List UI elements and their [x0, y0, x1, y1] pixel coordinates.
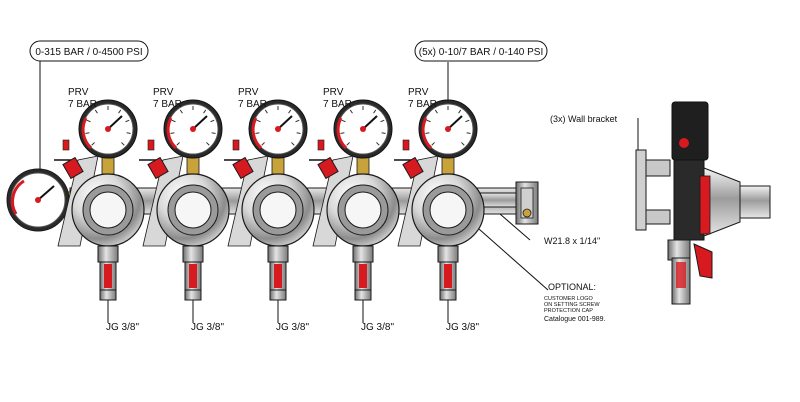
outlet-connection-label: JG 3/8"	[106, 322, 139, 333]
setting-screw-cap	[429, 191, 467, 229]
outlet-connection-label: JG 3/8"	[446, 322, 479, 333]
side-inlet-nut	[739, 185, 771, 219]
optional-note: OPTIONAL: CUSTOMER LOGO ON SETTING SCREW…	[544, 282, 606, 323]
prv-label: PRV	[68, 87, 89, 98]
prv-valve	[309, 139, 339, 180]
regulator-unit	[394, 99, 485, 301]
outlet-shutoff-red	[359, 264, 367, 288]
optional-line-2: ON SETTING SCREW	[544, 302, 600, 308]
optional-catalogue: Catalogue 001-989.	[544, 316, 606, 323]
regulator-unit	[54, 99, 145, 301]
outlet-gauge	[418, 99, 478, 159]
outlet-connection-label: JG 3/8"	[191, 322, 224, 333]
setting-screw-cap	[174, 191, 212, 229]
optional-line-1: CUSTOMER LOGO	[544, 296, 594, 302]
regulator-unit	[309, 99, 400, 301]
outlet-nut	[182, 245, 204, 263]
outlet-gauge	[78, 99, 138, 159]
prv-valve	[54, 139, 84, 180]
prv-pressure-label: 7 BAR	[323, 99, 352, 110]
prv-label: PRV	[408, 87, 429, 98]
outlet-nut	[437, 245, 459, 263]
outlet-shutoff-red	[189, 264, 197, 288]
side-gauge-body	[671, 101, 709, 161]
prv-pressure-label: 7 BAR	[153, 99, 182, 110]
prv-pressure-label: 7 BAR	[238, 99, 267, 110]
outlet-gauge	[163, 99, 223, 159]
side-view-regulator	[635, 101, 771, 305]
setting-screw-cap	[344, 191, 382, 229]
wall-bracket-label: (3x) Wall bracket	[550, 114, 618, 124]
outlet-nut	[97, 245, 119, 263]
optional-title: OPTIONAL:	[548, 282, 596, 292]
outlet-gauge-callout: (5x) 0-10/7 BAR / 0-140 PSI	[414, 40, 548, 62]
inlet-gauge-callout: 0-315 BAR / 0-4500 PSI	[29, 40, 149, 62]
prv-valve	[224, 139, 254, 180]
outlet-connection-label: JG 3/8"	[276, 322, 309, 333]
outlet-nut	[267, 245, 289, 263]
setting-screw-cap	[259, 191, 297, 229]
prv-valve	[394, 139, 424, 180]
inlet-connector	[515, 181, 539, 225]
outlet-gauge	[248, 99, 308, 159]
outlet-shutoff-red	[444, 264, 452, 288]
prv-label: PRV	[153, 87, 174, 98]
outlet-gauge-range-label: (5x) 0-10/7 BAR / 0-140 PSI	[419, 47, 544, 58]
prv-pressure-label: 7 BAR	[68, 99, 97, 110]
outlet-connection-labels: JG 3/8" JG 3/8" JG 3/8" JG 3/8" JG 3/8"	[106, 322, 479, 333]
inlet-thread-label: W21.8 x 1/14"	[544, 236, 600, 246]
outlet-gauge	[333, 99, 393, 159]
inlet-gauge-range-label: 0-315 BAR / 0-4500 PSI	[35, 47, 142, 58]
outlet-shutoff-red	[104, 264, 112, 288]
prv-valve	[139, 139, 169, 180]
regulator-unit	[139, 99, 230, 301]
regulator-unit	[224, 99, 315, 301]
prv-pressure-label: 7 BAR	[408, 99, 437, 110]
outlet-regulators	[54, 99, 485, 301]
optional-line-3: PROTECTION CAP	[544, 308, 593, 314]
setting-screw-cap	[89, 191, 127, 229]
wall-bracket	[635, 149, 647, 231]
outlet-nut	[352, 245, 374, 263]
outlet-connection-label: JG 3/8"	[361, 322, 394, 333]
outlet-shutoff-red	[274, 264, 282, 288]
prv-label: PRV	[323, 87, 344, 98]
prv-label: PRV	[238, 87, 259, 98]
